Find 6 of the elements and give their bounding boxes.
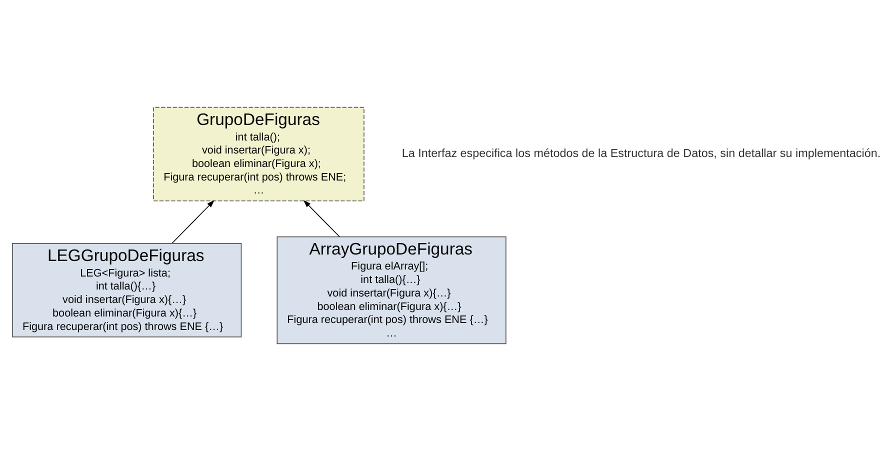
- node-box: ArrayGrupoDeFiguras Figura elArray[]; int talla(){…} void insertar(Figura x){…} boolean eliminar(Figura x){…} Figura recuperar(int pos) throws ENE {…} …: [276, 236, 506, 344]
- arrow: [303, 200, 340, 237]
- node-box: LEGGrupoDeFiguras LEG<Figura> lista; int talla(){…} void insertar(Figura x){…} boolean eliminar(Figura x){…} Figura recuperar(int pos) throws ENE {…}: [12, 242, 242, 337]
- arrow: [172, 200, 214, 244]
- label: La Interfaz especifica los métodos de la Estructura de Datos, sin detallar su implementación.: [402, 146, 881, 160]
- node-box: GrupoDeFiguras int talla(); void insertar(Figura x); boolean eliminar(Figura x); Figura recuperar(int pos) throws ENE; …: [153, 106, 364, 201]
